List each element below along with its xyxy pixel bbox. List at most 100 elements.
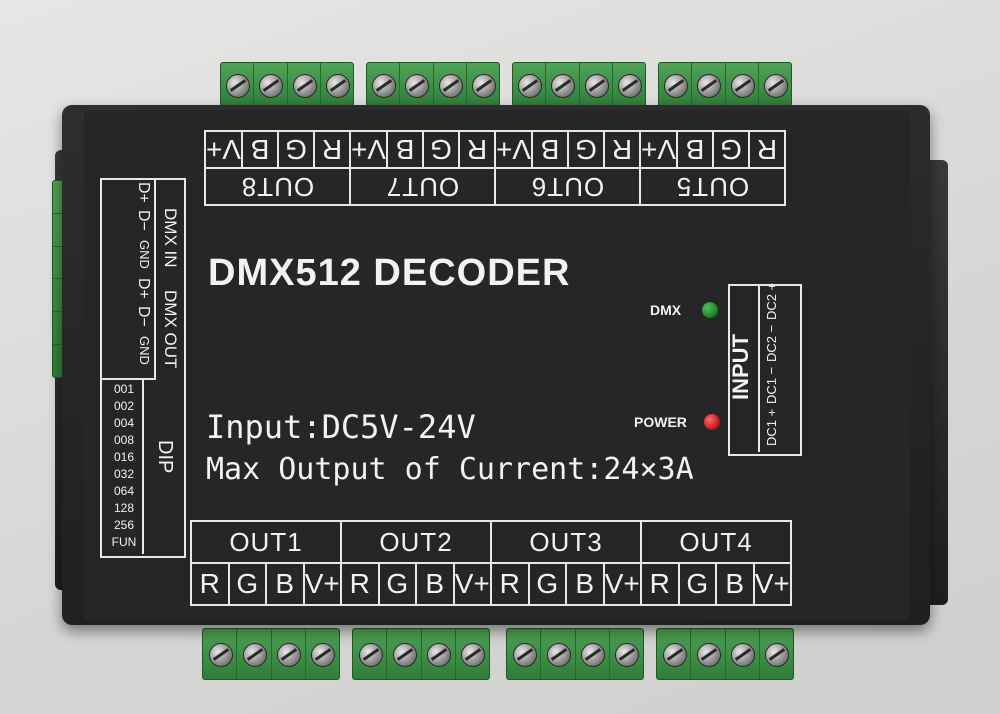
dmx-in-pin-d-minus: D−: [135, 210, 152, 231]
pin-label: B: [531, 132, 568, 167]
pin-label: B: [241, 132, 278, 167]
input-pin-label: DC2 +: [764, 282, 779, 320]
terminal-block-top-1: [220, 62, 354, 108]
pin-label: V+: [454, 568, 490, 599]
screw-icon: [259, 74, 284, 98]
pin-label: B: [717, 564, 755, 604]
screw-icon: [584, 74, 609, 98]
input-spec: Input:DC5V-24V: [206, 408, 476, 446]
pin-label: V+: [641, 134, 677, 166]
pin-label: B: [676, 132, 713, 167]
pin-label: B: [386, 132, 423, 167]
screw-icon: [226, 74, 251, 98]
screw-icon: [615, 643, 640, 667]
screw-icon: [292, 74, 317, 98]
input-pin-label: DC2 −: [764, 324, 779, 362]
pin-label: R: [642, 564, 680, 604]
dip-value: 128: [113, 501, 135, 515]
pin-label: V+: [206, 134, 242, 166]
pin-label: G: [680, 564, 717, 604]
pin-label: R: [313, 132, 349, 167]
front-panel: [84, 110, 910, 620]
dmx-out-pin-gnd: GND: [137, 336, 152, 365]
screw-icon: [208, 643, 233, 667]
terminal-block-top-3: [512, 62, 646, 108]
pin-label: B: [417, 564, 455, 604]
screw-icon: [277, 643, 302, 667]
pin-label: V+: [604, 568, 640, 599]
screw-icon: [392, 643, 417, 667]
dmx-out-pin-d-minus: D−: [135, 306, 152, 327]
device-title: DMX512 DECODER: [208, 252, 571, 294]
out-label: OUT8: [240, 172, 315, 202]
dip-value: 064: [113, 484, 135, 498]
screw-icon: [372, 74, 397, 98]
dip-value: 256: [113, 518, 135, 532]
out-label: OUT1: [192, 522, 342, 562]
pin-label: R: [492, 564, 530, 604]
pin-label: R: [458, 132, 494, 167]
max-output-spec: Max Output of Current:24×3A: [206, 452, 694, 487]
out-label: OUT6: [494, 169, 639, 204]
pin-label: R: [748, 132, 784, 167]
screw-icon: [461, 643, 486, 667]
pin-label: G: [422, 132, 459, 167]
screw-icon: [581, 643, 606, 667]
out-label: OUT7: [349, 169, 494, 204]
screw-icon: [325, 74, 350, 98]
screw-icon: [765, 643, 790, 667]
dmx-in-pin-gnd: GND: [137, 240, 152, 269]
screw-icon: [551, 74, 576, 98]
dip-value: 032: [113, 467, 135, 481]
screw-icon: [242, 643, 267, 667]
terminal-block-bottom-2: [352, 628, 490, 680]
dmx-in-pin-d-plus: D+: [135, 182, 152, 203]
screw-icon: [471, 74, 496, 98]
screw-icon: [405, 74, 430, 98]
screw-icon: [697, 74, 722, 98]
power-indicator-label: POWER: [634, 414, 687, 430]
terminal-block-bottom-1: [202, 628, 340, 680]
dmx-indicator-label: DMX: [650, 302, 682, 318]
dip-value: 004: [113, 416, 135, 430]
screw-icon: [518, 74, 543, 98]
screw-icon: [438, 74, 463, 98]
out-label: OUT4: [679, 526, 753, 557]
pin-label: G: [712, 132, 749, 167]
dip-value: 002: [113, 399, 135, 413]
pin-label: V+: [351, 134, 387, 166]
terminal-block-top-2: [366, 62, 500, 108]
screw-icon: [664, 74, 689, 98]
pin-label: V+: [304, 568, 340, 599]
pin-label: B: [567, 564, 605, 604]
pin-label: R: [603, 132, 639, 167]
out-label: OUT3: [492, 522, 642, 562]
pin-label: R: [192, 564, 230, 604]
dmx-out-pin-d-plus: D+: [135, 278, 152, 299]
dip-label: DIP: [154, 440, 176, 474]
screw-icon: [358, 643, 383, 667]
screw-icon: [731, 643, 756, 667]
pin-label: B: [267, 564, 305, 604]
pin-label: G: [277, 132, 314, 167]
terminal-block-top-4: [658, 62, 792, 108]
top-output-legend: OUT5 OUT6 OUT7 OUT8 R G B V+ R G B V+ R …: [204, 130, 786, 206]
terminal-block-bottom-4: [656, 628, 794, 680]
dmx-in-label: DMX IN: [161, 208, 180, 268]
dip-divider: [100, 378, 144, 554]
input-pin-label: DC1 −: [764, 366, 779, 404]
input-legend-box: [728, 284, 802, 456]
out-label: OUT5: [639, 169, 784, 204]
power-led-icon: [704, 414, 720, 430]
screw-icon: [427, 643, 452, 667]
screw-icon: [512, 643, 537, 667]
pin-label: G: [567, 132, 604, 167]
input-label: INPUT: [728, 334, 753, 400]
pin-label: G: [380, 564, 417, 604]
input-divider: [758, 284, 798, 452]
dip-value: FUN: [111, 535, 137, 549]
screw-icon: [763, 74, 788, 98]
bottom-output-legend: OUT1 OUT2 OUT3 OUT4 R G B V+ R G B V+ R …: [190, 520, 792, 606]
pin-label: R: [342, 564, 380, 604]
pin-label: V+: [754, 568, 790, 599]
